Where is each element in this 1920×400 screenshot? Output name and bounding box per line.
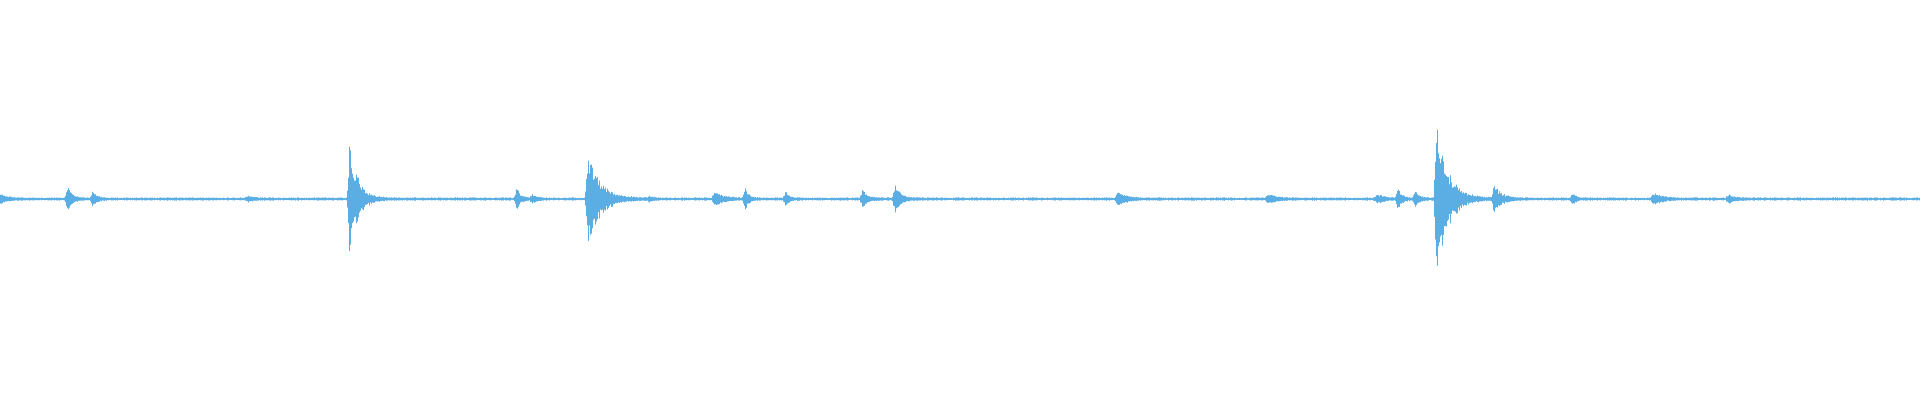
waveform-bars: [0, 129, 1920, 266]
waveform-signal: [0, 129, 1920, 266]
